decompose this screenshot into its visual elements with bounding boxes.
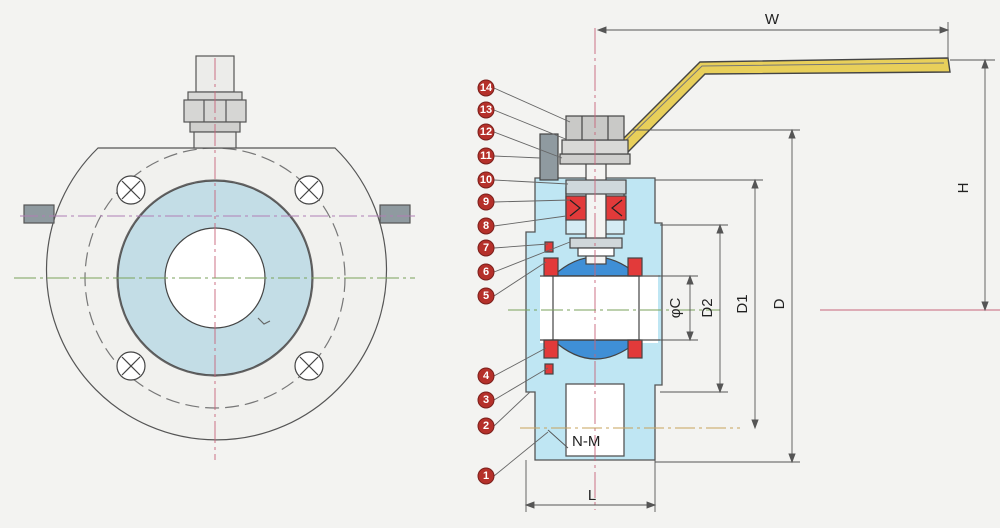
callout-7: 7 bbox=[477, 239, 495, 257]
left-lug bbox=[23, 204, 55, 224]
callout-5-label: 5 bbox=[483, 290, 489, 302]
callout-8-label: 8 bbox=[483, 220, 489, 232]
handle bbox=[610, 57, 951, 153]
dim-phic-label: φC bbox=[667, 298, 684, 319]
callout-12: 12 bbox=[477, 123, 495, 141]
callout-8: 8 bbox=[477, 217, 495, 235]
thrust-washer bbox=[569, 237, 623, 249]
callout-11-label: 11 bbox=[480, 150, 492, 162]
packing-right bbox=[605, 195, 627, 221]
section-centerlines bbox=[508, 28, 1000, 510]
dim-l-label: L bbox=[588, 487, 596, 504]
callout-1: 1 bbox=[477, 467, 495, 485]
dim-nm-label: N-M bbox=[572, 433, 600, 450]
callout-9: 9 bbox=[477, 193, 495, 211]
callout-6: 6 bbox=[477, 263, 495, 281]
callout-2: 2 bbox=[477, 417, 495, 435]
callout-7-label: 7 bbox=[483, 242, 489, 254]
callout-2-label: 2 bbox=[483, 420, 489, 432]
callout-6-label: 6 bbox=[483, 266, 489, 278]
dim-w-label: W bbox=[765, 11, 780, 28]
stop-pin bbox=[539, 133, 559, 181]
front-view bbox=[23, 55, 411, 441]
dim-d1-label: D1 bbox=[734, 294, 751, 313]
callout-4: 4 bbox=[477, 367, 495, 385]
callouts: 14 13 12 11 10 9 8 7 6 5 4 3 2 1 bbox=[477, 79, 495, 485]
callout-12-label: 12 bbox=[480, 126, 492, 138]
seat-upper-right bbox=[627, 257, 643, 277]
callout-9-label: 9 bbox=[483, 196, 489, 208]
callout-13-label: 13 bbox=[480, 104, 492, 116]
dimension-lines bbox=[524, 22, 995, 512]
callout-11: 11 bbox=[477, 147, 495, 165]
bolt-holes bbox=[116, 175, 324, 381]
callout-1-label: 1 bbox=[483, 470, 489, 482]
callout-10: 10 bbox=[477, 171, 495, 189]
callout-13: 13 bbox=[477, 101, 495, 119]
seat-upper-left bbox=[543, 257, 559, 277]
callout-14-label: 14 bbox=[480, 82, 493, 94]
front-centerlines bbox=[14, 58, 416, 460]
gland bbox=[565, 179, 627, 195]
seat-lower-right bbox=[627, 339, 643, 359]
callout-5: 5 bbox=[477, 287, 495, 305]
dim-d2-label: D2 bbox=[699, 298, 716, 317]
callout-14: 14 bbox=[477, 79, 495, 97]
dim-d-label: D bbox=[771, 298, 788, 309]
callout-leaders bbox=[493, 87, 571, 477]
dim-h-label: H bbox=[955, 183, 972, 194]
callout-4-label: 4 bbox=[483, 370, 490, 382]
right-lug bbox=[379, 204, 411, 224]
callout-3: 3 bbox=[477, 391, 495, 409]
dimension-labels: W H φC D2 D1 D N-M L bbox=[572, 11, 972, 504]
seat-lower-left bbox=[543, 339, 559, 359]
callout-3-label: 3 bbox=[483, 394, 489, 406]
packing-left bbox=[565, 195, 587, 221]
callout-10-label: 10 bbox=[480, 174, 492, 186]
